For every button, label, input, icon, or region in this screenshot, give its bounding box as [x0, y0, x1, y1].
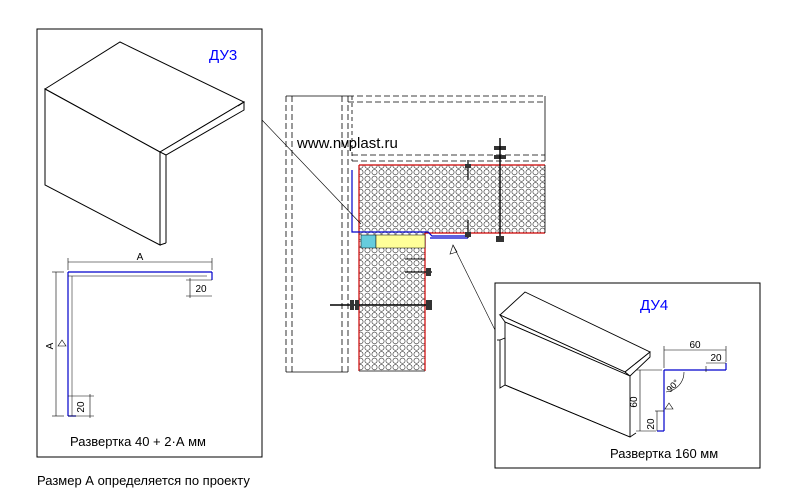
du4-dim-side-height: 60: [629, 396, 640, 408]
du3-dim-flange-top: 20: [195, 284, 207, 295]
du4-dim-bottom-flange: 20: [646, 418, 657, 430]
du4-dim-top-width: 60: [689, 340, 701, 351]
du3-development-text: Развертка 40 + 2·А мм: [70, 434, 206, 449]
du3-dim-a-horizontal: А: [137, 252, 144, 263]
du4-section: 60 20 60 20 90°: [629, 340, 727, 432]
foam-insert-cyan: [360, 234, 377, 249]
du4-isometric-view: [497, 291, 651, 438]
du3-frame: [36, 28, 263, 458]
du3-label: ДУ3: [209, 47, 237, 64]
du3-isometric-view: [44, 41, 246, 246]
wall-panel-insulation: [359, 233, 425, 371]
foam-insert-yellow: [375, 234, 426, 249]
roof-panel-insulation: [359, 165, 545, 233]
du4-development-text: Развертка 160 мм: [610, 446, 718, 461]
du4-panel: 60 20 60 20 90° ДУ4 Развертка 160 мм: [494, 282, 761, 469]
du3-leader-line: [261, 119, 362, 225]
du3-section: А 20 А 20: [45, 252, 213, 418]
du3-dim-flange-bottom: 20: [76, 401, 87, 413]
site-url: www.nvplast.ru: [296, 135, 398, 152]
du4-label: ДУ4: [640, 297, 668, 314]
du4-dim-top-flange: 20: [710, 353, 722, 364]
footer-note: Размер А определяется по проекту: [37, 473, 250, 488]
roof-bolt: [465, 138, 506, 242]
wall-bolt: [330, 258, 432, 310]
du4-frame: [494, 282, 761, 469]
du4-leader-line: [452, 244, 496, 331]
du3-dim-a-vertical: А: [45, 342, 56, 349]
wall-junction-section: www.nvplast.ru: [261, 95, 546, 373]
du3-panel: А 20 А 20 ДУ3 Развертка 40 + 2·А мм: [36, 28, 263, 458]
